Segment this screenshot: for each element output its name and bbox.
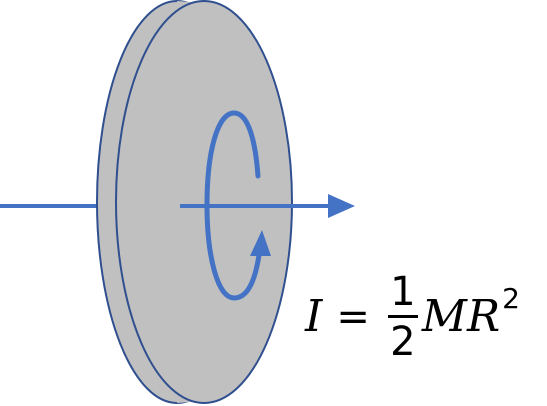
arrow-right-icon	[328, 194, 355, 218]
formula-numerator: 1	[390, 269, 416, 315]
circular-arrow-icon	[204, 110, 263, 301]
moment-of-inertia-formula: I = 1 2 M R 2	[305, 262, 520, 372]
formula-inertia-symbol: I	[305, 291, 323, 342]
formula-exponent: 2	[502, 282, 520, 315]
rotation-arrowhead	[250, 230, 271, 256]
formula-radius-symbol: R	[466, 291, 501, 342]
formula-equals-sign: =	[336, 294, 370, 340]
formula-denominator: 2	[390, 319, 416, 365]
disk-front-face	[115, 0, 293, 404]
formula-fraction: 1 2	[387, 269, 418, 365]
formula-mass-symbol: M	[421, 291, 467, 342]
formula-fraction-bar	[387, 315, 418, 318]
